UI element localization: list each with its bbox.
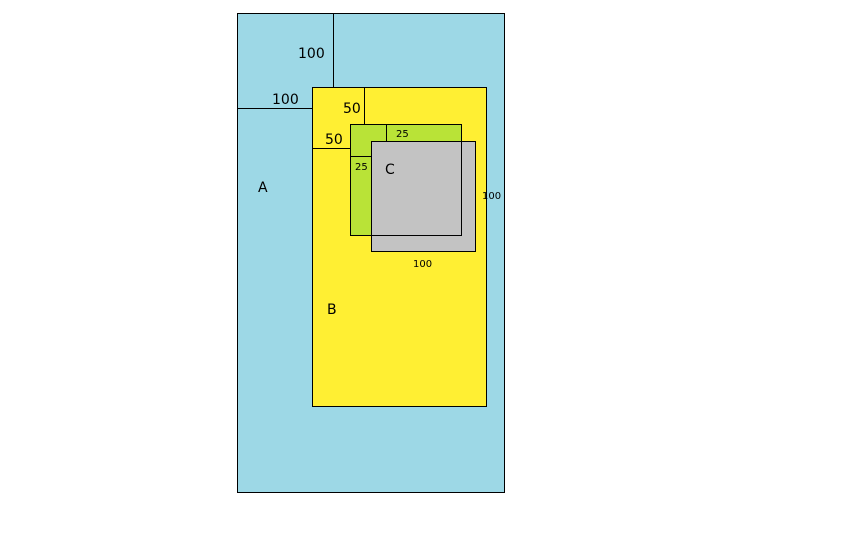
label-a: A xyxy=(258,180,268,196)
label-c: C xyxy=(385,162,395,178)
label-b-green-top: 50 xyxy=(343,101,361,117)
label-a-b-top: 100 xyxy=(298,46,325,62)
label-b-green-left: 50 xyxy=(325,132,343,148)
label-green-c-top: 25 xyxy=(396,129,409,140)
label-a-b-left: 100 xyxy=(272,92,299,108)
box-green-outline xyxy=(350,124,462,236)
label-b: B xyxy=(327,302,337,318)
label-green-c-left: 25 xyxy=(355,162,368,173)
box-c xyxy=(371,141,476,252)
label-c-width: 100 xyxy=(413,259,432,270)
label-c-height: 100 xyxy=(482,191,501,202)
